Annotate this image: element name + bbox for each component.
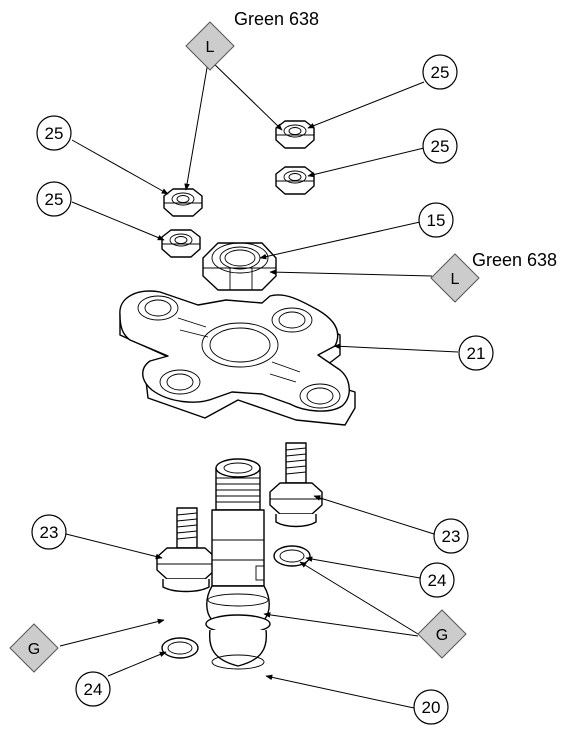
washer-left — [161, 637, 199, 659]
washer-right — [273, 545, 311, 567]
locktite-symbol-top: L — [185, 21, 235, 71]
grease-symbol-right: G — [417, 609, 467, 659]
svg-text:25: 25 — [431, 63, 450, 82]
callout-25-left-bottom: 25 — [36, 181, 72, 217]
stud-left — [156, 507, 216, 593]
callout-25-right: 25 — [422, 128, 458, 164]
hex-nut-top-right-upper — [275, 120, 315, 149]
callout-15: 15 — [418, 202, 454, 238]
stud-right — [269, 442, 323, 528]
svg-text:15: 15 — [427, 211, 446, 230]
locktite-symbol-right: L — [430, 253, 480, 303]
hex-nut-top-right-lower — [275, 166, 315, 195]
svg-text:25: 25 — [45, 124, 64, 143]
svg-text:24: 24 — [84, 680, 103, 699]
callout-25-left-top: 25 — [36, 115, 72, 151]
svg-text:20: 20 — [422, 698, 441, 717]
callout-25-top-right: 25 — [422, 54, 458, 90]
callout-23-right: 23 — [433, 518, 469, 554]
grease-symbol-left: G — [9, 623, 59, 673]
note-right: Green 638 — [472, 250, 557, 270]
svg-text:23: 23 — [40, 523, 59, 542]
svg-text:L: L — [451, 271, 460, 288]
note-top: Green 638 — [234, 9, 319, 29]
svg-text:L: L — [206, 39, 215, 56]
svg-text:23: 23 — [442, 527, 461, 546]
diamond-icon — [417, 609, 467, 659]
diamond-icon — [9, 623, 59, 673]
cross-mounting-plate — [119, 290, 356, 426]
svg-text:25: 25 — [431, 137, 450, 156]
diamond-icon — [185, 21, 235, 71]
hex-nut-left-lower — [161, 229, 201, 258]
leader-lines — [59, 59, 459, 709]
callout-21: 21 — [458, 335, 494, 371]
svg-text:24: 24 — [428, 571, 447, 590]
hex-nut-left-upper — [163, 188, 203, 217]
svg-text:21: 21 — [467, 344, 486, 363]
callout-24-left: 24 — [75, 671, 111, 707]
callout-20: 20 — [413, 689, 449, 725]
callout-24-right: 24 — [419, 562, 455, 598]
diamond-icon — [430, 253, 480, 303]
swivel-fitting — [205, 458, 271, 670]
svg-text:G: G — [436, 627, 448, 644]
callout-23-left: 23 — [31, 514, 67, 550]
svg-text:G: G — [28, 641, 40, 658]
svg-text:25: 25 — [45, 190, 64, 209]
large-hex-nut — [202, 242, 277, 291]
